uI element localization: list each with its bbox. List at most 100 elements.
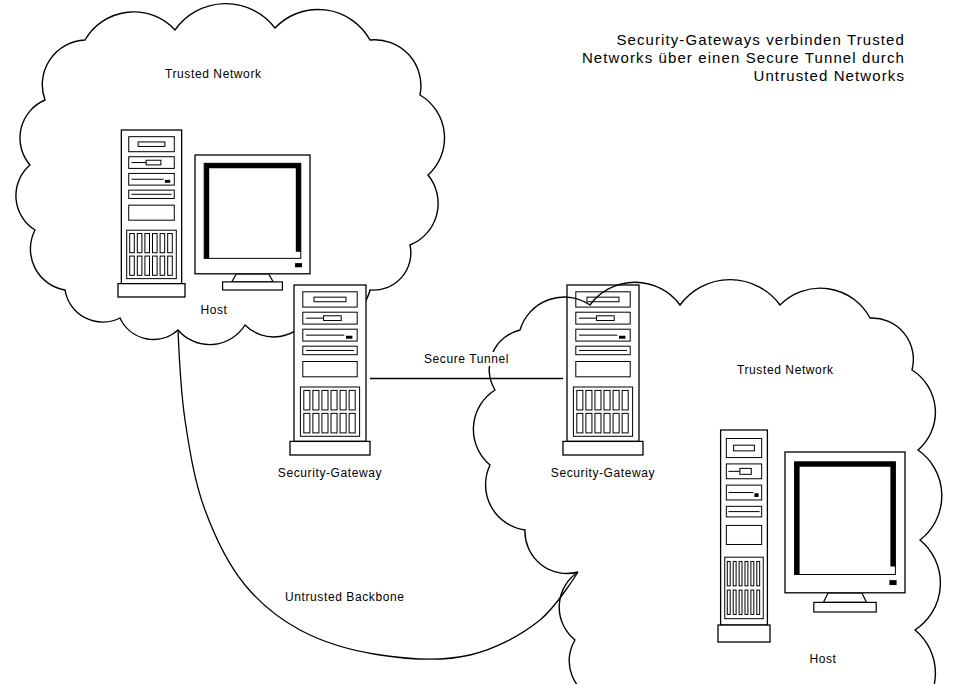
tower-body [567,285,639,441]
grille-slot [331,413,337,433]
edge-label: Untrusted Backbone [283,590,407,604]
grille-slot [739,590,742,614]
drive-bay [576,292,630,307]
drive-line [579,350,627,351]
drive-bay [303,292,357,307]
grille-slot [733,590,736,614]
trusted-network-cloud: Trusted NetworkHost [5,2,460,352]
tunnel-line [370,378,563,379]
drive-line [728,511,759,512]
drive-bay [129,137,175,152]
tower-base [563,441,643,455]
drive-bay [129,190,175,198]
drive-bay [726,485,761,500]
grille-slot [745,590,748,614]
description-note: Security-Gateways verbinden Trusted Netw… [565,31,905,85]
edge-label: Secure Tunnel [422,352,511,366]
grille-slot [751,561,754,585]
grille-slot [751,590,754,614]
drive-bay [303,329,357,341]
screen-shade [797,464,893,574]
drive-bay [576,312,630,324]
drive-bay [303,312,357,324]
grille-slot [727,590,730,614]
grille-slot [745,561,748,585]
grille-slot [137,256,142,275]
drive-bay [726,464,761,479]
drive-led [754,493,758,497]
grille-frame [573,387,632,436]
device-label: Security-Gateway [278,466,382,480]
monitor-button [889,580,896,585]
grille-slot [595,390,601,410]
grille-slot [304,413,310,433]
grille-slot [168,256,173,275]
drive-bay [726,506,761,517]
device-label: Host [200,303,227,317]
drive-slot [587,297,619,302]
grille-slot [340,413,346,433]
grille-slot [160,234,165,253]
grille-slot [145,256,150,275]
grille-slot [622,413,628,433]
drive-led [165,180,170,183]
grille-slot [322,390,328,410]
grille-slot [757,590,760,614]
drive-led [619,336,625,339]
grille-slot [168,234,173,253]
monitor [195,155,310,290]
monitor-frame [195,155,310,274]
server-tower [290,285,370,455]
host-shape [115,128,315,298]
host-shape [715,428,910,644]
grille-slot [577,413,583,433]
tower-body [721,430,768,625]
grille-slot [739,561,742,585]
drive-bay [576,362,630,377]
server-tower [718,430,770,642]
grille-slot [130,234,135,253]
monitor-frame [785,452,905,593]
drive-line [579,335,617,336]
tower-base [718,625,770,642]
gateway-shape [290,285,370,455]
cloud-outline [473,280,941,684]
grille-frame [725,557,763,618]
drive-bay [129,157,175,169]
grille-slot [145,234,150,253]
grille-slot [304,390,310,410]
grille-slot [613,413,619,433]
drive-bay [303,362,357,377]
drive-slot [324,316,342,321]
grille-slot [322,413,328,433]
grille-slot [153,256,158,275]
drive-slot [314,297,346,302]
monitor-stand [823,593,866,603]
grille-slot [160,256,165,275]
grille-slot [604,413,610,433]
grille-slot [130,256,135,275]
monitor-foot [223,282,283,290]
drive-line [306,350,354,351]
grille-frame [127,230,177,278]
tower-base [118,284,185,297]
tower-body [294,285,366,441]
drive-slot [146,160,161,165]
tower-base [290,441,370,455]
security-gateway: Security-Gateway [290,285,370,455]
drive-line [579,318,597,319]
grille-slot [153,234,158,253]
drive-bay [726,438,761,457]
monitor-button [295,263,302,267]
drive-slot [734,445,755,451]
drive-line [306,318,324,319]
monitor-screen [204,163,301,258]
drive-line [131,162,146,163]
grille-slot [613,390,619,410]
drive-line [306,335,344,336]
grille-slot [340,390,346,410]
tower-body [121,130,181,284]
grille-slot [595,413,601,433]
drive-slot [597,316,615,321]
